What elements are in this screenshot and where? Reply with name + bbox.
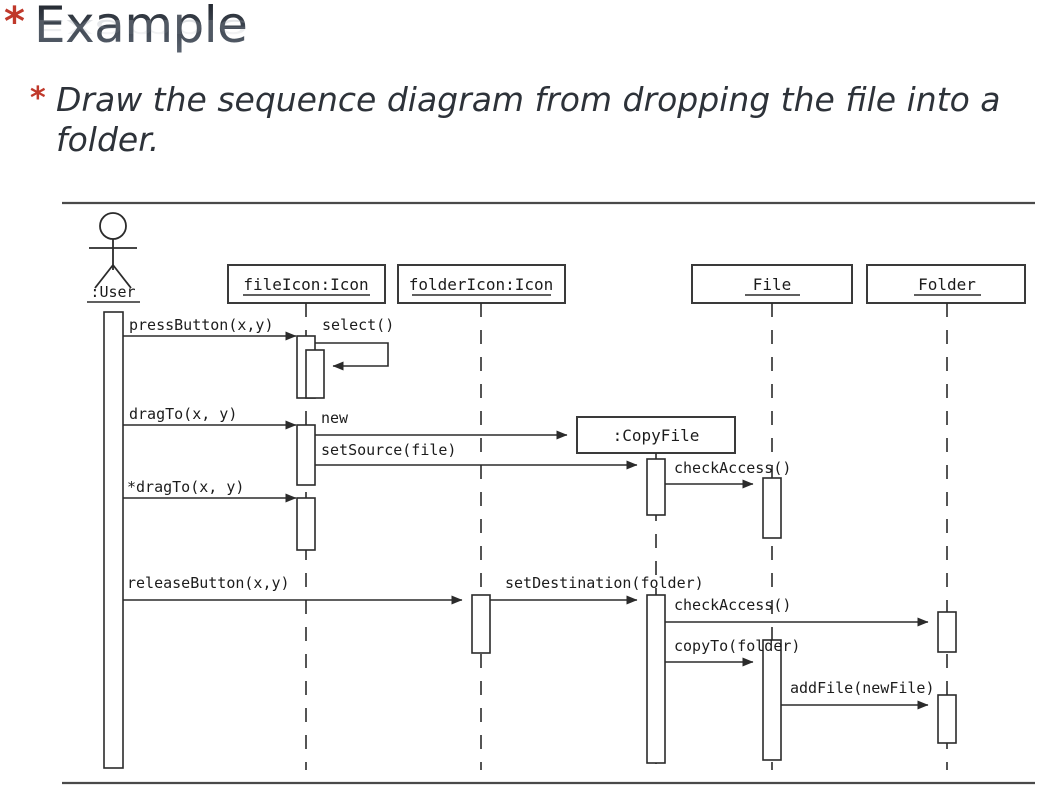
lifeline-header-fileicon-label: fileIcon:Icon [243, 275, 368, 294]
subtitle-bullet-star-icon: * [30, 81, 46, 116]
lifeline-header-foldericon [397, 264, 566, 304]
message-new: new [315, 409, 568, 440]
message-label-pressbutton: pressButton(x,y) [129, 316, 274, 334]
message-dragto: dragTo(x, y) [123, 405, 297, 430]
message-checkaccess-file: checkAccess() [665, 459, 791, 489]
activation-copyfile-2 [646, 594, 666, 764]
lifeline-header-fileicon [227, 264, 386, 304]
message-addfile: addFile(newFile) [781, 679, 935, 710]
activation-folder-2 [937, 694, 957, 744]
message-copyto: copyTo(folder) [665, 637, 800, 667]
lifeline-fileicon: fileIcon:Icon [227, 264, 386, 770]
activation-fileicon-self [305, 349, 325, 399]
activation-folder-1 [937, 611, 957, 653]
message-label-new: new [321, 409, 349, 427]
lifeline-header-file-label: File [753, 275, 792, 294]
activation-user [103, 311, 124, 769]
message-setdestination: setDestination(folder) [490, 574, 704, 605]
title-bullet-star-icon: * [4, 0, 25, 45]
message-label-addfile: addFile(newFile) [790, 679, 935, 697]
activation-copyfile-1 [646, 458, 666, 516]
lifeline-folder: Folder [866, 264, 1026, 770]
message-select-self: select() [315, 316, 394, 371]
message-releasebutton: releaseButton(x,y) [123, 574, 463, 605]
message-label-select: select() [322, 316, 394, 334]
message-label-setdestination: setDestination(folder) [505, 574, 704, 592]
lifeline-header-folder-label: Folder [918, 275, 976, 294]
lifeline-header-file [691, 264, 853, 304]
lifeline-file: File [691, 264, 853, 770]
lifeline-user: :User [87, 212, 140, 769]
sequence-diagram: :User fileIcon:Icon folderIcon:Icon :Cop… [0, 195, 1058, 795]
message-label-iterative-dragto: *dragTo(x, y) [127, 478, 244, 496]
message-pressbutton: pressButton(x,y) [123, 316, 297, 341]
page-title: Example [34, 0, 248, 54]
lifeline-header-copyfile-label: :CopyFile [613, 426, 700, 445]
message-setsource: setSource(file) [315, 441, 638, 470]
actor-stick-figure-icon [89, 212, 137, 289]
slide-subtitle: Draw the sequence diagram from dropping … [56, 80, 1001, 160]
lifeline-header-foldericon-label: folderIcon:Icon [409, 275, 554, 294]
activation-file-1 [762, 477, 782, 539]
message-label-setsource: setSource(file) [321, 441, 456, 459]
lifeline-foldericon: folderIcon:Icon [397, 264, 566, 770]
message-label-copyto: copyTo(folder) [674, 637, 800, 655]
lifeline-copyfile: :CopyFile [576, 416, 736, 770]
activation-fileicon-3 [296, 497, 316, 551]
lifeline-header-folder [866, 264, 1026, 304]
activation-file-2 [762, 639, 782, 761]
message-label-dragto: dragTo(x, y) [129, 405, 237, 423]
message-label-checkaccess-2: checkAccess() [674, 596, 791, 614]
slide-header: * Example Example [0, 0, 1058, 78]
message-label-releasebutton: releaseButton(x,y) [127, 574, 290, 592]
lifeline-header-copyfile [576, 416, 736, 454]
message-iterative-dragto: *dragTo(x, y) [123, 478, 297, 503]
activation-fileicon-2 [296, 424, 316, 486]
actor-label: :User [90, 283, 135, 301]
message-arrow-select [315, 342, 389, 371]
message-checkaccess-folder: checkAccess() [665, 596, 929, 627]
activation-foldericon-1 [471, 594, 491, 654]
message-label-checkaccess-1: checkAccess() [674, 459, 791, 477]
sequence-diagram-canvas: :User fileIcon:Icon folderIcon:Icon :Cop… [62, 201, 1035, 785]
